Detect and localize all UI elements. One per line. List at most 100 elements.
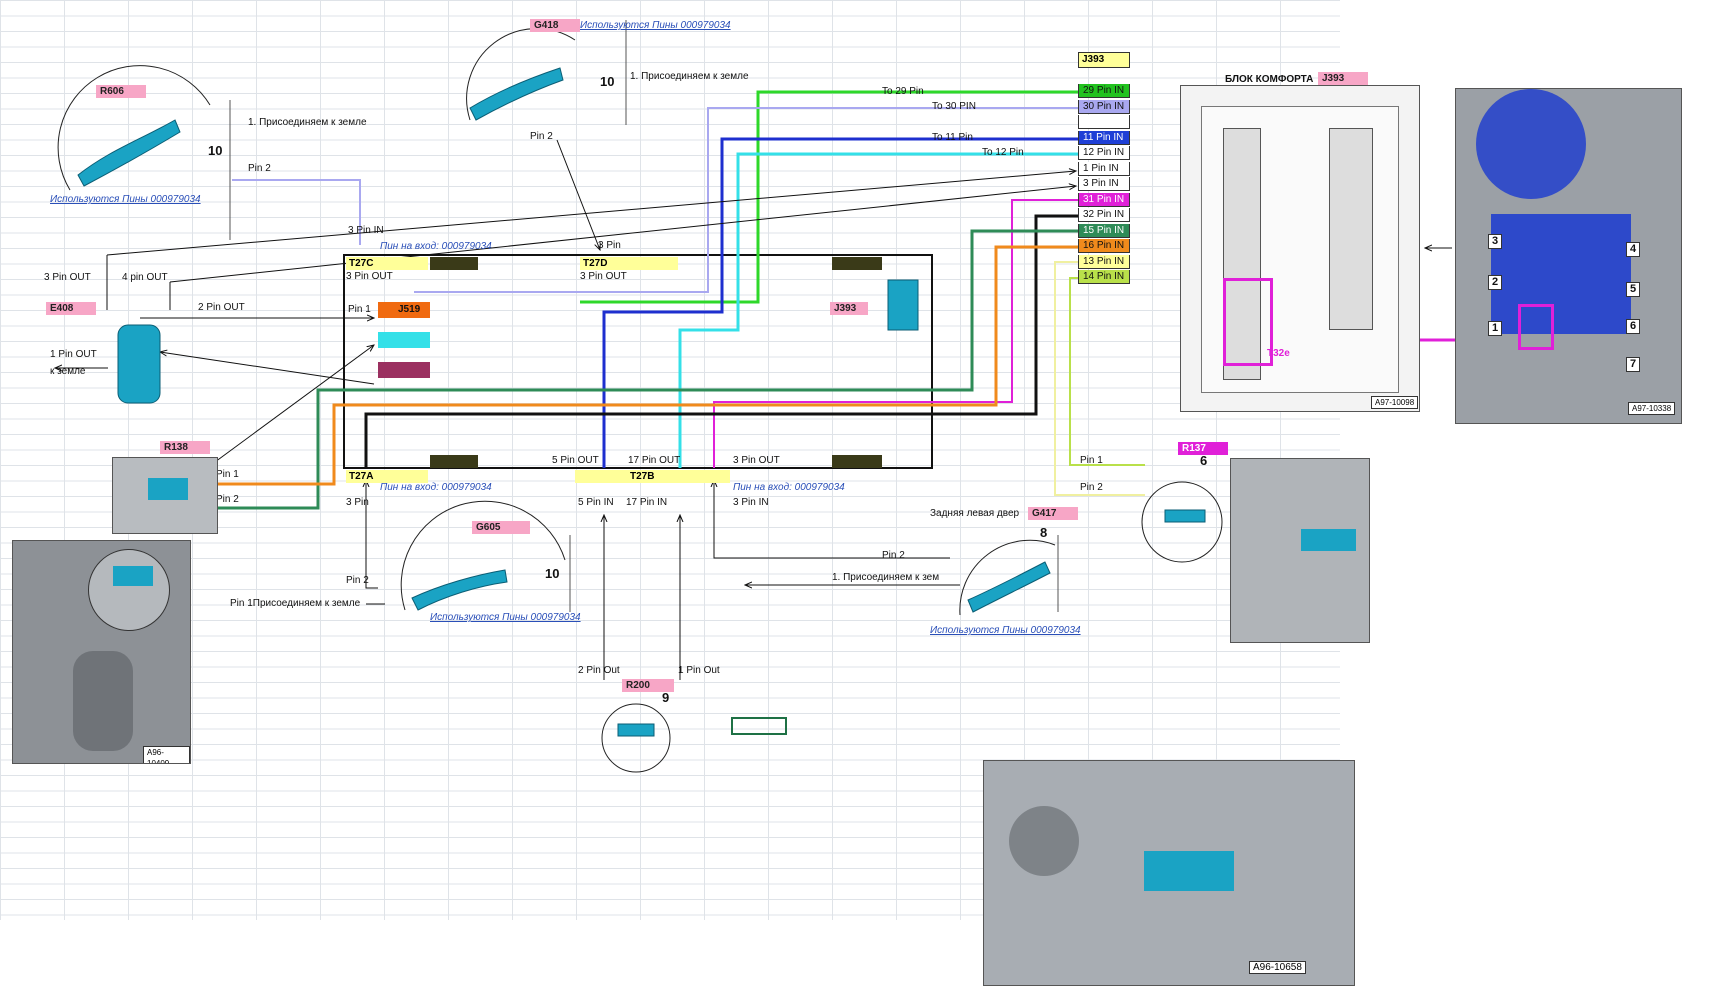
j519-pin-orange: [378, 302, 430, 318]
callout-10-g418: 10: [600, 74, 615, 89]
label-pin2-r138: Pin 2: [216, 494, 239, 505]
link-used-pins-g605[interactable]: Используются Пины 000979034: [430, 612, 581, 623]
label-17pin-in: 17 Pin IN: [626, 497, 668, 508]
caption-a97-10338: A97-10338: [1628, 402, 1676, 415]
wire-lavender-r606: [232, 179, 361, 245]
callout-1: 1: [1488, 321, 1503, 336]
link-used-pins-r606[interactable]: Используются Пины 000979034: [50, 194, 201, 205]
callout-10-r606: 10: [208, 143, 223, 158]
connector-t27b: T27B: [575, 470, 730, 483]
note-rear-left-door: Задняя левая двер: [930, 508, 1020, 519]
label-pin2-g417: Pin 2: [882, 550, 905, 561]
j393-pin-row: 15 Pin IN: [1078, 223, 1130, 238]
j393-header: J393: [1078, 52, 1130, 68]
note-pin1-ground-g605: Pin 1Присоединяем к земле: [230, 598, 361, 609]
link-used-pins-g418[interactable]: Используются Пины 000979034: [580, 20, 731, 31]
note-to-ground-e408: к земле: [50, 366, 86, 377]
wire-yellowgreen-14: [1069, 277, 1145, 466]
callout-9-r200: 9: [662, 690, 670, 705]
callout-6-r137: 6: [1200, 453, 1208, 468]
photo-gear-shift: A96-10409: [12, 540, 191, 764]
wire-cyan-12: [678, 152, 1078, 468]
connector-dark-segment: [832, 455, 882, 468]
note-pin-input-t27c: Пин на вход: 000979034: [380, 241, 492, 252]
label-5pin-in: 5 Pin IN: [578, 497, 614, 508]
j519-pin-maroon: [378, 362, 430, 378]
caption-a96-10409: A96-10409: [143, 746, 190, 763]
tag-e408: E408: [46, 302, 96, 315]
title-comfort-block: БЛОК КОМФОРТА: [1225, 74, 1314, 85]
door-handle-r606: [77, 119, 181, 187]
label-3pin-in-t27b: 3 Pin IN: [733, 497, 769, 508]
label-1pin-out: 1 Pin OUT: [50, 349, 97, 360]
tag-j393-mini: J393: [830, 302, 868, 315]
label-3pin-t27a: 3 Pin: [346, 497, 369, 508]
label-2pin-out-r200: 2 Pin Out: [578, 665, 620, 676]
wire-yellow-13: [1054, 261, 1145, 496]
wire-thin-3pin: [169, 186, 1076, 283]
sensor-r137: [1164, 509, 1206, 523]
label-3pin-in: 3 Pin IN: [348, 225, 384, 236]
note-ground-r606: 1. Присоединяем к земле: [248, 117, 367, 128]
door-handle-g417: [967, 561, 1051, 613]
sensor-circle-r200: [601, 703, 671, 773]
module-j393-mini: [887, 279, 919, 331]
connector-t27d: T27D: [580, 257, 678, 270]
note-pin-input-t27a: Пин на вход: 000979034: [380, 482, 492, 493]
connector-dark-segment: [430, 257, 478, 270]
link-used-pins-g417[interactable]: Используются Пины 000979034: [930, 625, 1081, 636]
wire-thin-1pin: [106, 171, 1076, 256]
caption-a97-10098: A97-10098: [1371, 396, 1419, 409]
label-17pin-out: 17 Pin OUT: [628, 455, 681, 466]
callout-10-g605: 10: [545, 566, 560, 581]
j393-pin-row: 16 Pin IN: [1078, 239, 1130, 253]
arrow-j519-e408: [160, 352, 375, 385]
switch-e408: [117, 324, 161, 404]
j393-pin-row: 13 Pin IN: [1078, 254, 1130, 269]
callout-7: 7: [1626, 357, 1641, 372]
arrow-r138-j519: [214, 345, 374, 463]
sensor-circle-r137: [1141, 481, 1223, 563]
note-ground-g417: 1. Присоединяем к зем: [832, 572, 940, 583]
comfort-block-drawing: T32e A97-10098: [1180, 85, 1420, 412]
wire-green-29: [580, 90, 1078, 304]
j393-pin-row: 31 Pin IN: [1078, 192, 1130, 207]
handle-arc-g417: [959, 539, 1056, 616]
selected-cell[interactable]: [731, 717, 787, 735]
photo-comfort-block-install: 3 2 1 4 5 6 7 A97-10338: [1455, 88, 1682, 424]
j393-pin-row: 14 Pin IN: [1078, 270, 1130, 284]
label-pin1-r137: Pin 1: [1080, 455, 1103, 466]
wire-orange-16: [216, 245, 1078, 486]
label-3pin-out-t27b: 3 Pin OUT: [733, 455, 780, 466]
label-t32e: T32e: [1267, 348, 1290, 359]
label-2pin-out: 2 Pin OUT: [198, 302, 245, 313]
j393-pin-row: 3 Pin IN: [1078, 177, 1130, 191]
label-3pin-out-t27c: 3 Pin OUT: [346, 271, 393, 282]
label-to-11: To 11 Pin: [932, 132, 973, 143]
label-pin1-r138: Pin 1: [216, 469, 239, 480]
label-pin1-j519: Pin 1: [348, 304, 371, 315]
tag-r200: R200: [622, 679, 674, 692]
j519-pin-cyan: [378, 332, 430, 348]
note-ground-g418: 1. Присоединяем к земле: [630, 71, 749, 82]
connector-t27c: T27C: [346, 257, 428, 270]
tag-j393-block: J393: [1318, 72, 1368, 85]
handle-arc-r606: [57, 65, 211, 191]
label-3pin-out-e408: 3 Pin OUT: [44, 272, 91, 283]
wire-teal-15: [216, 229, 1078, 510]
tag-r137: R137: [1178, 442, 1228, 455]
sensor-r200: [617, 723, 655, 737]
label-to-30: To 30 PIN: [932, 101, 976, 112]
wire-lavender-30: [414, 107, 1078, 293]
wire-magenta-31: [713, 199, 1078, 468]
photo-r137-bottom: A96-10658: [983, 760, 1355, 986]
photo-r138: [112, 457, 218, 534]
arrow-g418-t27d: [556, 139, 600, 250]
wire-black-32: [364, 214, 1078, 468]
j393-pin-row: 1 Pin IN: [1078, 161, 1130, 176]
callout-2: 2: [1488, 275, 1503, 290]
handle-arc-g605: [400, 500, 566, 611]
connector-t27a: T27A: [346, 470, 428, 483]
connector-block-outline: [343, 254, 933, 469]
